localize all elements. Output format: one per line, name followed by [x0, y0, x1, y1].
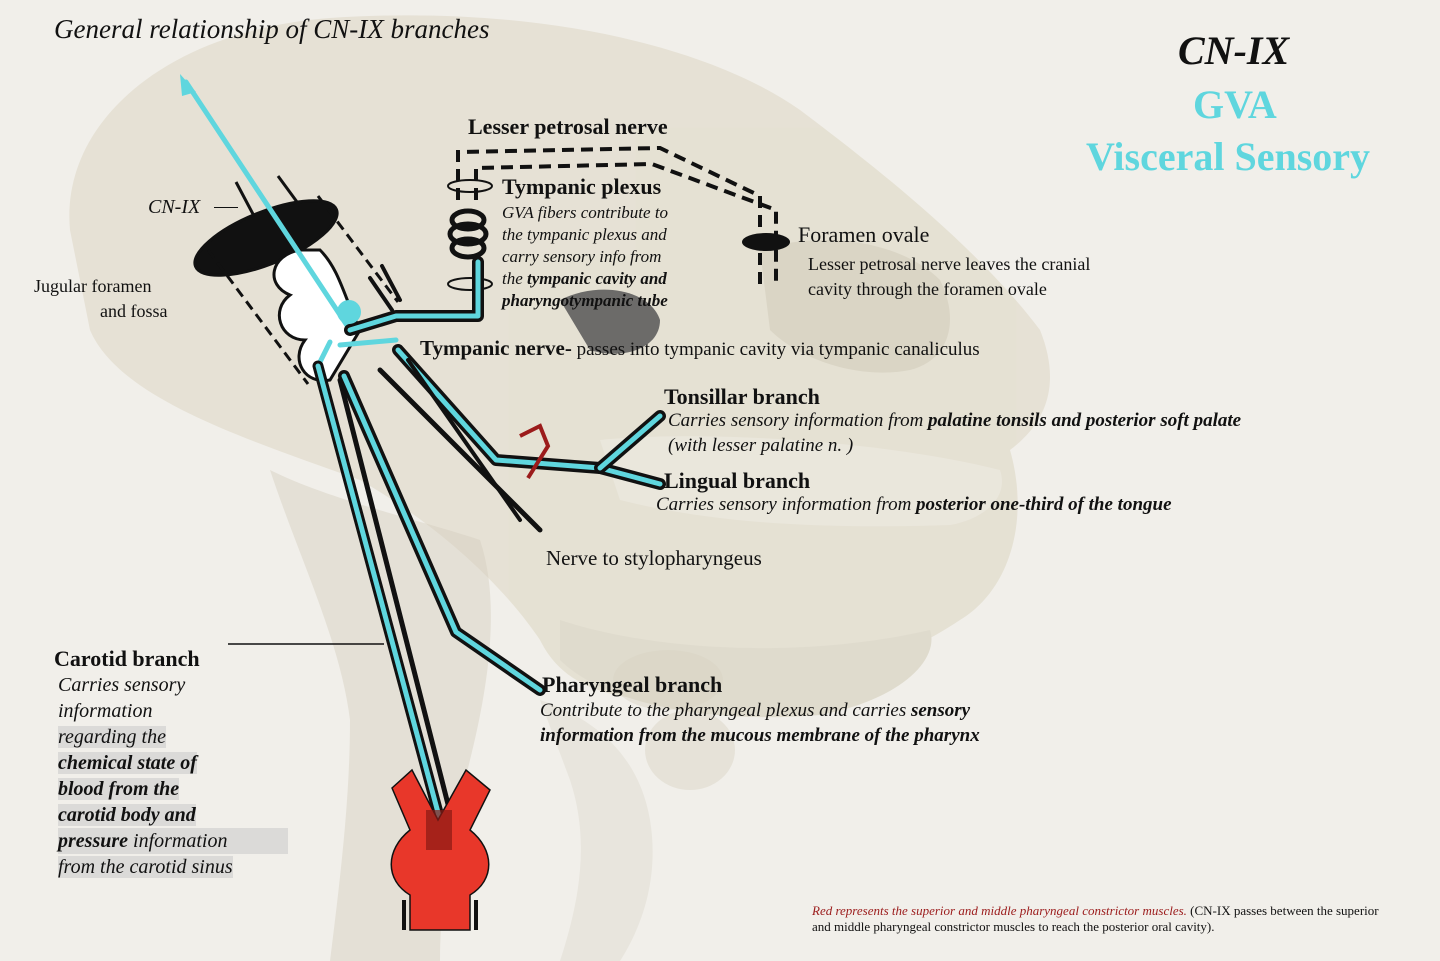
inferior-ganglion: [337, 300, 361, 324]
lingual-branch-label: Lingual branch: [664, 468, 811, 493]
lesser-petrosal-label: Lesser petrosal nerve: [468, 114, 668, 139]
tympanic-nerve-label: Tympanic nerve- passes into tympanic cav…: [420, 336, 980, 360]
jugular-foramen-label-2: and fossa: [100, 301, 168, 321]
carotid-branch-description: Carries sensory information regarding th…: [58, 672, 288, 880]
pharyngeal-constrictor-muscles: [390, 768, 491, 931]
tympanic-plexus-label: Tympanic plexus: [502, 174, 662, 199]
pharyngeal-branch-label: Pharyngeal branch: [542, 672, 723, 697]
diagram-title: General relationship of CN-IX branches: [54, 14, 490, 44]
tympanic-plexus-coil: [447, 179, 493, 291]
tonsillar-hook: [519, 423, 551, 480]
pharyngeal-branch-description: Contribute to the pharyngeal plexus and …: [540, 700, 980, 746]
foramen-ovale-marker: [742, 233, 790, 251]
cn-ix-nerve-paths: [180, 74, 666, 826]
skull-illustration: [69, 15, 1050, 718]
jugular-foramen-label-1: Jugular foramen: [34, 276, 152, 296]
stylopharyngeus-label: Nerve to stylopharyngeus: [546, 546, 762, 570]
tonsillar-branch-description: Carries sensory information from palatin…: [668, 410, 1242, 456]
foramen-ovale-description: Lesser petrosal nerve leaves the cranial…: [808, 254, 1091, 299]
cn-ix-heading: CN-IX: [1178, 28, 1290, 73]
tonsillar-branch-label: Tonsillar branch: [664, 384, 820, 409]
cn-ix-leader: [214, 207, 238, 208]
tympanic-plexus-description: GVA fibers contribute to the tympanic pl…: [502, 203, 669, 310]
lingual-branch-description: Carries sensory information from posteri…: [656, 494, 1172, 515]
muscle-color-note: Red represents the superior and middle p…: [812, 903, 1379, 935]
carotid-branch-label: Carotid branch: [54, 646, 200, 671]
jugular-foramen-disc: [193, 199, 339, 277]
jugular-foramen-schematic: [193, 175, 400, 385]
visceral-sensory-heading: Visceral Sensory: [1086, 134, 1371, 179]
gva-heading: GVA: [1193, 82, 1277, 127]
superior-ganglion-outline: [272, 248, 362, 383]
foramen-ovale-label: Foramen ovale: [798, 222, 930, 247]
cn-ix-label: CN-IX: [148, 196, 201, 218]
